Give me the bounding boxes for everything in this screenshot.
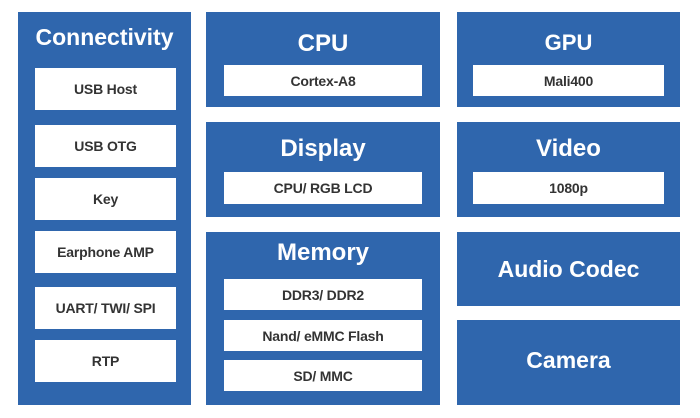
- memory-item-ddr3-ddr2: DDR3/ DDR2: [224, 279, 422, 310]
- camera-title: Camera: [526, 347, 611, 373]
- audio-codec-title: Audio Codec: [497, 256, 640, 282]
- video-item-1080p: 1080p: [473, 172, 664, 204]
- connectivity-item-key: Key: [35, 178, 176, 220]
- memory-title: Memory: [276, 239, 370, 266]
- memory-block: Memory DDR3/ DDR2 Nand/ eMMC Flash SD/ M…: [206, 232, 440, 405]
- connectivity-item-uart-twi-spi: UART/ TWI/ SPI: [35, 287, 176, 329]
- memory-item-sd-mmc: SD/ MMC: [224, 360, 422, 391]
- gpu-block: GPU Mali400: [457, 12, 680, 107]
- memory-item-nand-emmc-flash: Nand/ eMMC Flash: [224, 320, 422, 351]
- cpu-title: CPU: [297, 30, 349, 57]
- connectivity-title: Connectivity: [35, 24, 174, 50]
- display-title: Display: [280, 135, 366, 162]
- cpu-block: CPU Cortex-A8: [206, 12, 440, 107]
- audio-codec-block: Audio Codec: [457, 232, 680, 306]
- camera-block: Camera: [457, 320, 680, 405]
- connectivity-block: Connectivity USB Host USB OTG Key Earpho…: [18, 12, 191, 405]
- connectivity-item-earphone-amp: Earphone AMP: [35, 231, 176, 273]
- video-title: Video: [536, 135, 601, 162]
- cpu-item-cortex-a8: Cortex-A8: [224, 65, 422, 96]
- gpu-item-mali400: Mali400: [473, 65, 664, 96]
- connectivity-item-usb-host: USB Host: [35, 68, 176, 110]
- display-block: Display CPU/ RGB LCD: [206, 122, 440, 217]
- display-item-cpu-rgb-lcd: CPU/ RGB LCD: [224, 172, 422, 204]
- connectivity-item-rtp: RTP: [35, 340, 176, 382]
- video-block: Video 1080p: [457, 122, 680, 217]
- connectivity-item-usb-otg: USB OTG: [35, 125, 176, 167]
- gpu-title: GPU: [544, 30, 593, 55]
